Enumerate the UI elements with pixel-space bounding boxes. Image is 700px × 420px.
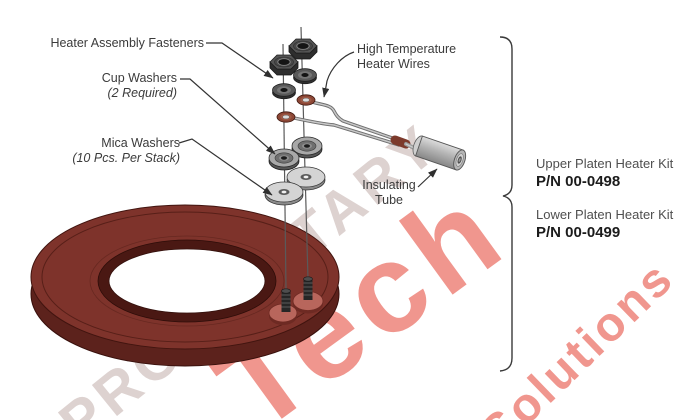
leader-heater-wires <box>322 51 355 98</box>
kit-part-number: P/N 00-0498 <box>536 173 621 190</box>
label-heater-wires: High Temperature Heater Wires <box>357 42 456 72</box>
leader-lines <box>178 42 438 196</box>
ring-terminal-left <box>276 111 296 123</box>
label-heater-assembly-fasteners: Heater Assembly Fasteners <box>50 36 204 51</box>
label-text: Heater Assembly Fasteners <box>50 36 204 50</box>
platen-center-hole <box>108 248 266 314</box>
leader-cup-washers <box>180 78 276 155</box>
insulating-tube <box>412 135 467 171</box>
kits-brace <box>499 36 513 372</box>
platen <box>30 204 340 367</box>
ring-terminal-right <box>296 94 316 106</box>
label-text: Insulating <box>362 178 416 192</box>
kit-upper-platen: Upper Platen Heater Kit P/N 00-0498 <box>536 156 673 190</box>
hex-nut-left <box>269 54 299 76</box>
label-text: Cup Washers <box>101 71 177 85</box>
leader-mica-washers <box>178 138 273 196</box>
kit-lower-platen: Lower Platen Heater Kit P/N 00-0499 <box>536 207 673 241</box>
flat-washer-right <box>293 68 317 85</box>
terminal-boss-right <box>292 291 324 314</box>
terminal-stud-left <box>281 288 291 313</box>
label-cup-washers: Cup Washers (2 Required) <box>102 71 177 101</box>
label-text: Heater Wires <box>357 57 430 71</box>
label-text: Mica Washers <box>101 136 180 150</box>
leader-fasteners <box>206 42 274 79</box>
label-text: Tube <box>374 193 404 207</box>
label-insulating-tube: Insulating Tube <box>357 178 421 208</box>
kit-name: Lower Platen Heater Kit <box>536 207 674 222</box>
heater-wires <box>292 100 416 150</box>
label-qty-note: (10 Pcs. Per Stack) <box>72 151 180 165</box>
terminal-stud-right <box>303 276 313 301</box>
label-mica-washers: Mica Washers (10 Pcs. Per Stack) <box>72 136 180 166</box>
label-text: High Temperature <box>357 42 457 56</box>
label-qty-note: (2 Required) <box>107 86 177 100</box>
kit-name: Upper Platen Heater Kit <box>536 156 674 171</box>
leader-insulating-tube <box>417 168 438 188</box>
hex-nut-right <box>288 38 318 60</box>
kit-part-number: P/N 00-0499 <box>536 224 621 241</box>
flat-washer-left <box>272 83 296 100</box>
